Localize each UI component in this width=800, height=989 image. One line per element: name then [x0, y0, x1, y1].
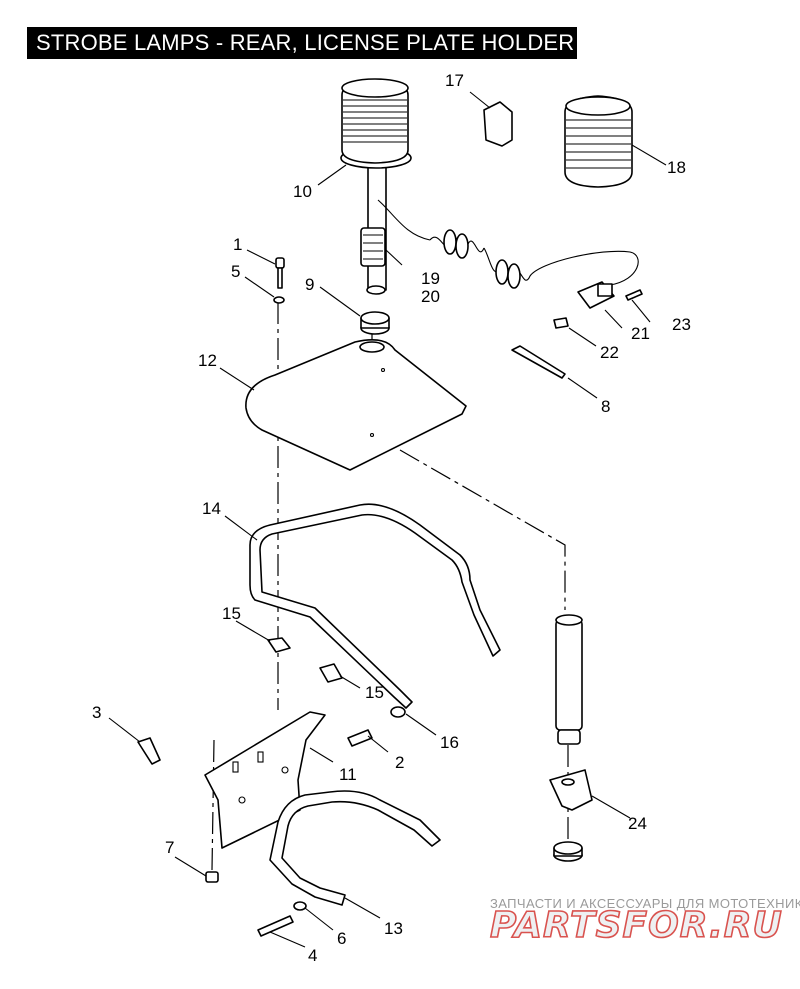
connector-21 [577, 281, 615, 309]
frame-14 [249, 503, 501, 709]
callout-10: 10 [293, 182, 312, 201]
callout-numbers: 1 5 9 10 19 20 17 18 23 21 22 8 12 14 15… [92, 71, 691, 965]
screw-1 [275, 257, 285, 289]
callout-21: 21 [631, 324, 650, 343]
nut-7 [205, 871, 219, 883]
bolt-4 [257, 915, 294, 937]
callout-18: 18 [667, 158, 686, 177]
callout-1: 1 [233, 235, 242, 254]
pad-15a [267, 637, 291, 653]
callout-22: 22 [600, 343, 619, 362]
lens-18 [564, 95, 633, 188]
watermark-tagline: ЗАПЧАСТИ И АКСЕССУАРЫ ДЛЯ МОТОТЕХНИКИ [490, 896, 800, 911]
callout-16: 16 [440, 733, 459, 752]
callout-7: 7 [165, 838, 174, 857]
strobe-lamp-10 [340, 78, 431, 295]
callout-8: 8 [601, 397, 610, 416]
tube-and-bracket-24 [549, 614, 593, 862]
bolt-2 [347, 729, 373, 747]
callout-14: 14 [202, 499, 221, 518]
callout-9: 9 [305, 275, 314, 294]
callout-19: 19 [421, 269, 440, 288]
callout-3: 3 [92, 703, 101, 722]
callout-6: 6 [337, 929, 346, 948]
watermark: ЗАПЧАСТИ И АКСЕССУАРЫ ДЛЯ МОТОТЕХНИКИ PA… [489, 896, 800, 947]
pad-15b [319, 663, 343, 683]
nut-16 [390, 706, 406, 718]
leader-lines [108, 91, 667, 948]
callout-11: 11 [339, 765, 357, 784]
terminal-23 [625, 289, 643, 301]
callout-12: 12 [198, 351, 217, 370]
callout-20: 20 [421, 287, 440, 306]
callout-2: 2 [395, 753, 404, 772]
bracket-13 [269, 790, 441, 906]
grommet-9 [360, 311, 390, 335]
bolt-3 [137, 737, 161, 765]
watermark-logo: PARTSFOR.RU [490, 905, 783, 946]
callout-17: 17 [445, 71, 464, 90]
callout-13: 13 [384, 919, 403, 938]
terminal-22 [553, 317, 569, 329]
washer-6 [293, 901, 307, 911]
callout-15-top: 15 [222, 604, 241, 623]
callout-23: 23 [672, 315, 691, 334]
mounting-plate-12 [245, 339, 467, 471]
washer-5 [273, 296, 285, 304]
cable-strap-8 [511, 345, 566, 379]
callout-5: 5 [231, 262, 240, 281]
diagram-title: STROBE LAMPS - REAR, LICENSE PLATE HOLDE… [27, 27, 577, 59]
callout-24: 24 [628, 814, 647, 833]
license-plate-holder-11 [204, 711, 326, 849]
callout-4: 4 [308, 946, 317, 965]
coiled-cord-19-20 [429, 229, 639, 289]
callout-15-bottom: 15 [365, 683, 384, 702]
bracket-17 [483, 101, 513, 147]
